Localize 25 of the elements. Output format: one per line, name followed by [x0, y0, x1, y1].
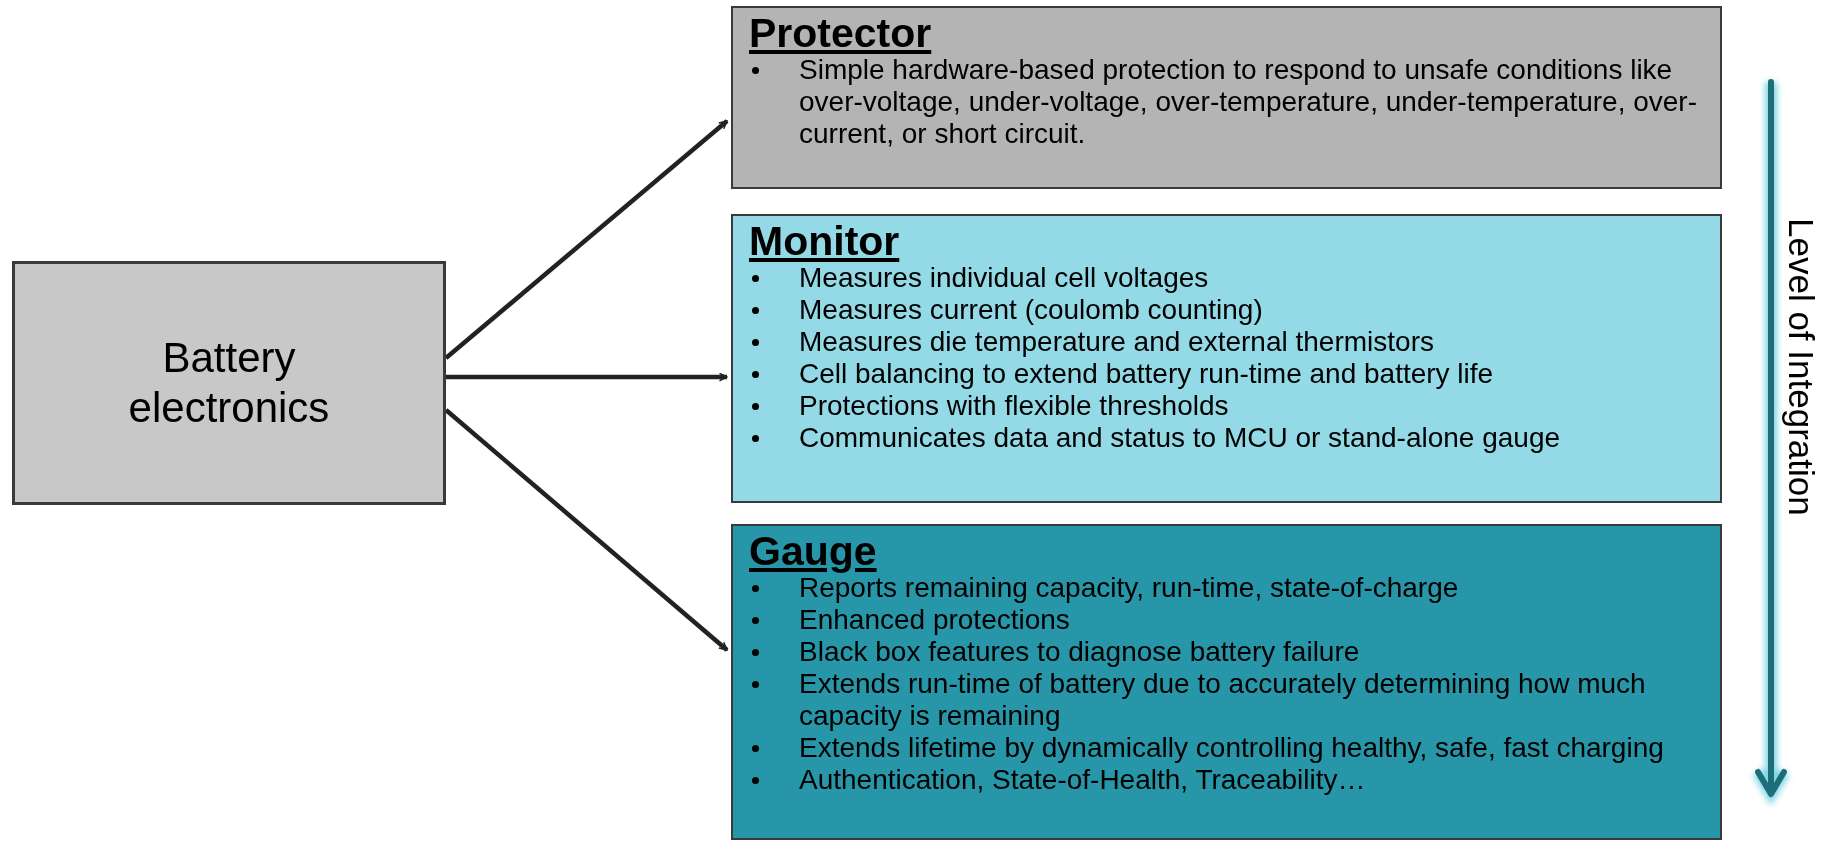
bullet-text: Cell balancing to extend battery run-time and battery life	[799, 358, 1494, 390]
box-heading: Protector	[749, 12, 932, 54]
bullet-text: Measures current (coulomb counting)	[799, 294, 1263, 326]
bullet-text: Communicates data and status to MCU or stand-alone gauge	[799, 422, 1561, 454]
bullet-text: Extends lifetime by dynamically controlling healthy, safe, fast charging	[799, 732, 1664, 764]
process-box	[12, 261, 446, 505]
info-box	[731, 6, 1722, 189]
box-label: Battery electronics	[127, 332, 331, 433]
arrow	[446, 372, 728, 382]
bullet-text: Measures die temperature and external thermistors	[799, 326, 1434, 358]
bullet-text: Extends run-time of battery due to accurately determining how much capacity is remaining	[799, 668, 1647, 732]
bullet-text: Authentication, State-of-Health, Traceability…	[799, 764, 1366, 796]
box-heading: Monitor	[749, 220, 900, 262]
box-heading: Gauge	[749, 530, 877, 572]
info-box	[731, 214, 1722, 503]
bullet-text: Enhanced protections	[799, 604, 1070, 636]
bullet-text: Black box features to diagnose battery failure	[799, 636, 1360, 668]
axis-label: Level of Integration	[1784, 218, 1819, 516]
arrow	[444, 119, 729, 360]
bullet-text: Protections with flexible thresholds	[799, 390, 1229, 422]
info-box	[731, 524, 1722, 840]
bullet-text: Reports remaining capacity, run-time, state-of-charge	[799, 572, 1459, 604]
bullet-text: Simple hardware-based protection to respond to unsafe conditions like over-voltage, under-voltage, over-temperature, under-temperature, over-current, or short circuit.	[799, 54, 1698, 150]
bullet-text: Measures individual cell voltages	[799, 262, 1209, 294]
arrow	[444, 408, 729, 652]
